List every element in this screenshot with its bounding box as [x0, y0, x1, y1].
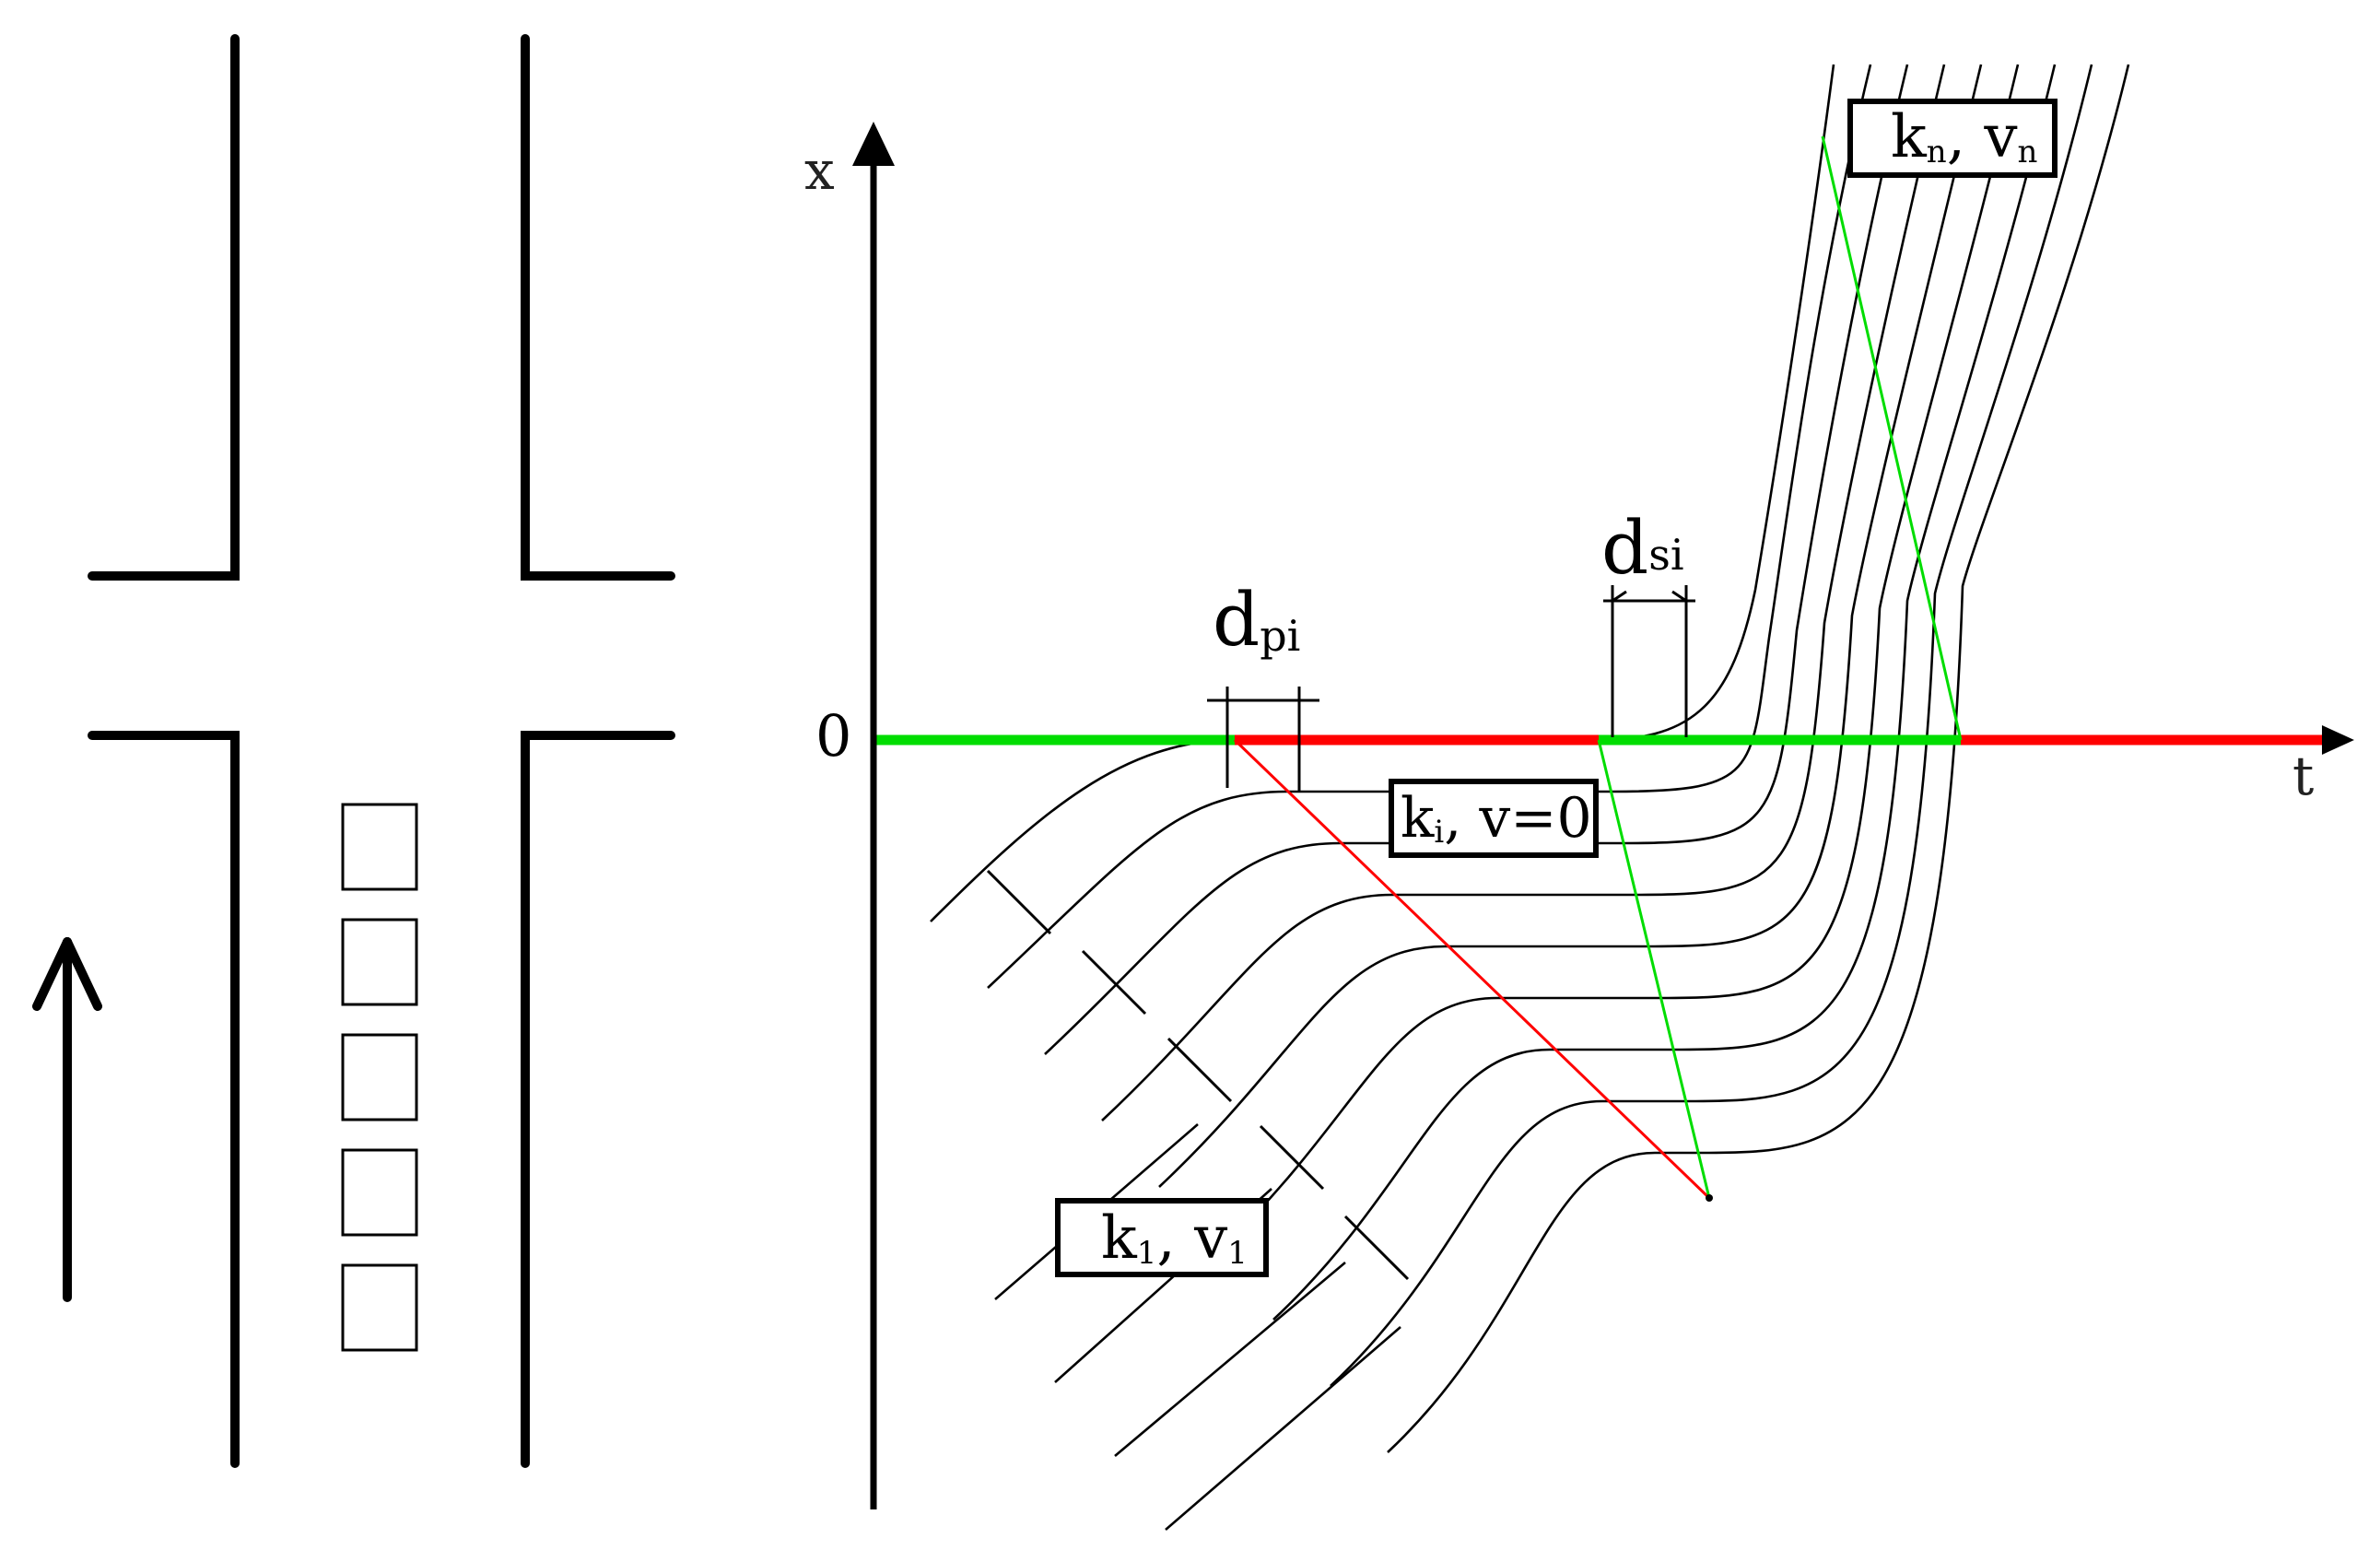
d-pi-marker [1207, 687, 1319, 793]
d-si-marker [1603, 585, 1695, 737]
ki-v0-label: ki, v=0 [1389, 779, 1599, 858]
x-axis-label: x [804, 139, 835, 202]
svg-text:kn, vn: kn, vn [1891, 103, 2037, 171]
vehicle [341, 1263, 418, 1352]
time-space-diagram: dpi dsi x t 0 kn, vn ki, v=0 [804, 64, 2354, 1531]
t-axis-label: t [2292, 745, 2314, 807]
vehicle-trajectory [1158, 64, 1983, 1188]
up-arrow-icon [32, 937, 102, 1302]
t-axis-arrowhead [2322, 725, 2354, 755]
queue-shockwave-line [1233, 738, 1711, 1200]
wave-intersection-point [1706, 1194, 1713, 1202]
vehicle-queue [341, 803, 418, 1352]
vehicle [341, 918, 418, 1006]
d-si-label: dsi [1601, 505, 1684, 591]
vehicle-trajectory [1165, 1326, 1401, 1531]
vehicle-trajectory [1044, 64, 1909, 1055]
svg-text:k1, v1: k1, v1 [1101, 1204, 1248, 1273]
vehicle-trajectory [1387, 64, 2130, 1453]
road-edge-bottom-right [521, 731, 675, 1468]
vehicle-trajectory [1330, 64, 2093, 1387]
discharge-shockwave-line [1597, 739, 1711, 1199]
road-edge-top-left [88, 34, 240, 581]
headway-ticks [986, 869, 1410, 1281]
vehicle [341, 803, 418, 891]
kn-vn-label: kn, vn [1847, 99, 2058, 178]
svg-text:ki, v=0: ki, v=0 [1401, 786, 1592, 851]
k1-v1-label: k1, v1 [1055, 1198, 1269, 1277]
x-axis-arrowhead [852, 122, 895, 166]
vehicle-trajectory [1215, 64, 2020, 1254]
recovery-wave-line [1821, 135, 1963, 741]
intersection-sketch [32, 34, 675, 1468]
vehicle-trajectory [1114, 1262, 1346, 1457]
road-edge-bottom-left [88, 731, 240, 1468]
vehicle-trajectory [1272, 64, 2057, 1321]
d-pi-label: dpi [1213, 577, 1300, 663]
origin-label: 0 [815, 702, 851, 769]
vehicle-trajectory [930, 64, 1835, 922]
vehicle-trajectory [987, 64, 1872, 989]
road-edge-top-right [521, 34, 675, 581]
vehicle [341, 1148, 418, 1237]
vehicle [341, 1033, 418, 1121]
